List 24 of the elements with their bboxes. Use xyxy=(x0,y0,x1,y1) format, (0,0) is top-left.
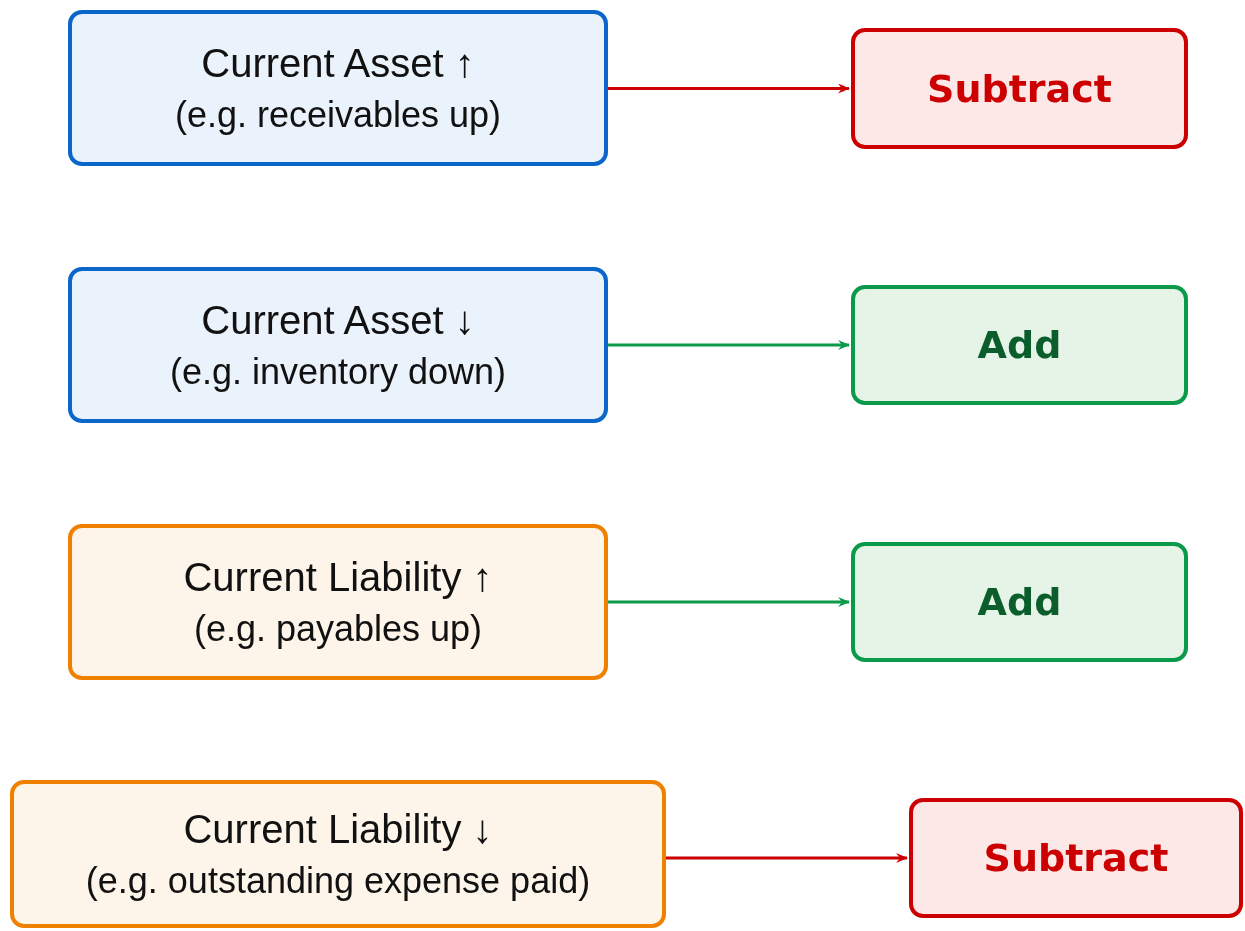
arrow xyxy=(666,853,908,863)
result-label: Add xyxy=(977,580,1062,624)
arrow xyxy=(608,83,850,94)
change-box xyxy=(68,10,608,166)
change-box xyxy=(10,780,666,928)
change-box xyxy=(68,524,608,680)
example-text: (e.g. outstanding expense paid) xyxy=(85,859,591,903)
result-label: Subtract xyxy=(927,66,1112,111)
example-text: (e.g. payables up) xyxy=(193,607,483,651)
result-label: Subtract xyxy=(983,836,1169,880)
example-text: (e.g. inventory down) xyxy=(169,350,507,394)
result-box xyxy=(851,542,1188,662)
result-box xyxy=(851,285,1188,405)
result-box xyxy=(851,28,1188,149)
result-label: Add xyxy=(977,323,1062,367)
box-heading: Current Liability ↑ xyxy=(183,554,493,602)
example-text: (e.g. receivables up) xyxy=(174,93,502,137)
result-box xyxy=(909,798,1243,918)
box-heading: Current Liability ↓ xyxy=(183,806,493,854)
arrow xyxy=(608,340,850,350)
box-heading: Current Asset ↓ xyxy=(201,297,475,345)
change-box xyxy=(68,267,608,423)
box-heading: Current Asset ↑ xyxy=(201,40,475,88)
arrow xyxy=(608,597,850,607)
